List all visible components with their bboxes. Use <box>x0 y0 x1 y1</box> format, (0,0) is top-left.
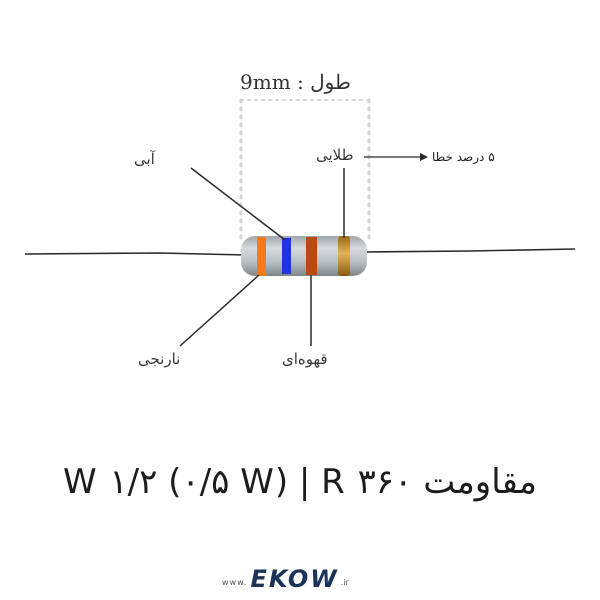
lead-wire-right <box>363 248 576 253</box>
label-blue-band: آبی <box>134 150 155 168</box>
resistor-body <box>241 236 367 276</box>
logo-name: EKOW <box>250 565 339 593</box>
arrow-right-icon <box>364 153 428 161</box>
label-brown-band: قهوه‌ای <box>282 350 328 368</box>
label-orange-band: نارنجی <box>138 350 181 368</box>
leader-blue <box>190 167 286 241</box>
logo-suffix: .ir <box>340 578 349 587</box>
leader-lines <box>179 167 345 347</box>
band-orange <box>257 237 266 276</box>
leader-orange <box>179 274 260 347</box>
product-title: مقاومت W ۱/۲ (۰/۵ W) | R ۳۶۰ <box>62 462 538 502</box>
logo-prefix: www. <box>222 578 248 587</box>
dimension-guides <box>239 98 372 240</box>
ekow-logo: www. EKOW .ir <box>222 563 349 593</box>
label-tolerance: ۵ درصد خطا <box>432 150 495 164</box>
band-blue <box>282 238 291 274</box>
label-gold-band: طلایی <box>316 146 354 164</box>
band-brown <box>306 237 317 275</box>
band-gold <box>338 236 350 276</box>
lead-wire-left <box>24 252 247 256</box>
length-label: 9mm : طول <box>240 70 351 94</box>
